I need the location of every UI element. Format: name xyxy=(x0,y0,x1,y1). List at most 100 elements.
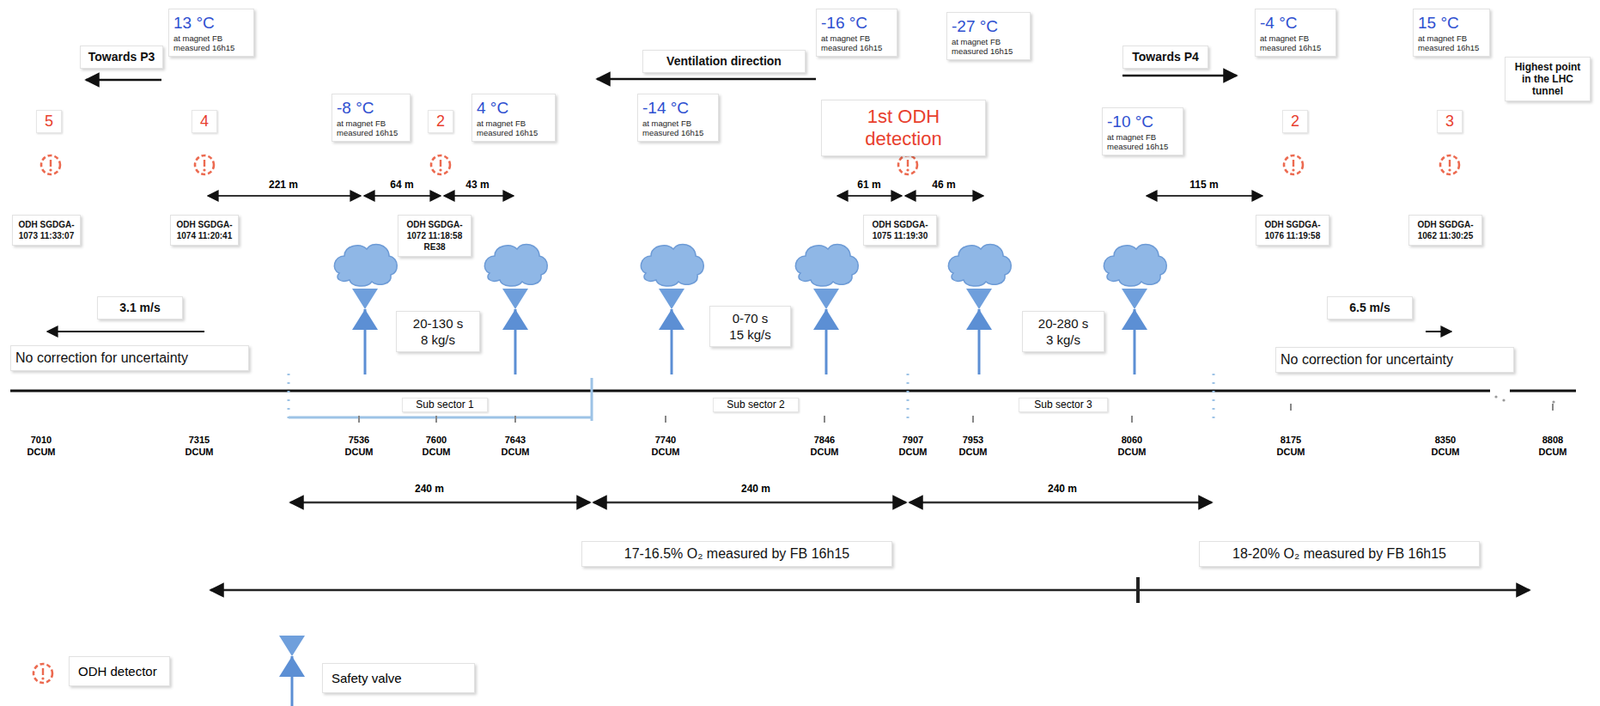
tunnel-dots xyxy=(1494,395,1555,403)
dcum-ticks xyxy=(358,403,1553,423)
position-label: 7536 DCUM xyxy=(339,433,379,458)
node-text: No correction for uncertainty xyxy=(1280,351,1509,369)
temperature-box: -8 °Cat magnet FB measured 16h15 xyxy=(331,93,411,142)
callout-number: 3 xyxy=(1436,109,1463,134)
node-subtext: 3 kg/s xyxy=(1027,331,1100,348)
position-label: 7907 DCUM xyxy=(893,433,933,458)
dimension-label: 240 m xyxy=(403,482,456,496)
node-text: No correction for uncertainty xyxy=(15,349,244,367)
oxygen-range-arrow xyxy=(210,589,1530,592)
node-subtext: at magnet FB measured 16h15 xyxy=(951,36,1026,56)
flow-box: 20-130 s8 kg/s xyxy=(395,310,481,353)
node-subtext: 15 kg/s xyxy=(714,326,786,343)
detector-label: ODH SGDGA-1076 11:19:58 xyxy=(1255,214,1330,246)
node-text: ODH SGDGA-1073 11:33:07 xyxy=(17,219,76,242)
node-text: 15 °C xyxy=(1417,12,1485,34)
safety-valve xyxy=(484,243,548,375)
direction-box: Ventilation direction xyxy=(642,49,806,74)
safety-valve xyxy=(795,243,858,375)
odh-detector xyxy=(431,155,451,175)
position-label: 7953 DCUM xyxy=(953,433,993,458)
safety-valve xyxy=(640,243,704,375)
legend-odh-symbol xyxy=(33,663,53,683)
odh-detector xyxy=(1283,155,1303,175)
node-text: 1st ODH detection xyxy=(828,105,979,151)
node-text: Towards P4 xyxy=(1127,49,1204,65)
node-subtext: 8 kg/s xyxy=(401,331,475,348)
dimension-arrows xyxy=(207,194,1263,197)
temperature-box: 15 °Cat magnet FB measured 16h15 xyxy=(1412,8,1491,57)
direction-arrow xyxy=(596,78,816,81)
dimension-label: 61 m xyxy=(850,178,889,192)
node-text: 3.1 m/s xyxy=(102,300,178,316)
flow-box: 20-280 s3 kg/s xyxy=(1022,310,1105,353)
sub-sector-bracket xyxy=(288,416,592,420)
node-text: 13 °C xyxy=(173,12,250,34)
note-box: No correction for uncertainty xyxy=(1275,346,1515,373)
node-text: Towards P3 xyxy=(85,49,159,65)
oxygen-box: 17-16.5% O₂ measured by FB 16h15 xyxy=(581,541,893,567)
node-subtext: at magnet FB measured 16h15 xyxy=(642,118,714,138)
position-label: 7643 DCUM xyxy=(495,433,536,458)
odh-detector xyxy=(1440,155,1460,175)
location-note: Highest point in the LHC tunnel xyxy=(1504,56,1591,102)
node-text: ODH SGDGA-1076 11:19:58 xyxy=(1260,219,1325,242)
dimension-label: 240 m xyxy=(1036,482,1089,496)
node-text: 4 °C xyxy=(476,97,551,119)
node-text: 20-130 s xyxy=(401,315,475,332)
node-text: -8 °C xyxy=(336,97,406,119)
position-label: 8060 DCUM xyxy=(1112,433,1152,458)
node-text: 17-16.5% O₂ measured by FB 16h15 xyxy=(586,545,888,563)
flow-box: 0-70 s15 kg/s xyxy=(709,305,791,347)
detector-label: ODH SGDGA-1073 11:33:07 xyxy=(12,214,81,246)
dimension-label: 115 m xyxy=(1180,178,1228,192)
node-text: -27 °C xyxy=(951,16,1026,37)
node-text: ODH SGDGA-1075 11:19:30 xyxy=(868,219,932,242)
direction-box: Towards P3 xyxy=(79,45,164,69)
node-text: Ventilation direction xyxy=(647,54,801,69)
dimension-label: 240 m xyxy=(730,482,782,496)
node-text: 0-70 s xyxy=(714,310,786,327)
node-text: -4 °C xyxy=(1259,12,1332,34)
air-speed-box: 6.5 m/s xyxy=(1326,296,1413,320)
sub-sector-bracket xyxy=(590,377,594,421)
dimension-label: 64 m xyxy=(383,178,421,192)
temperature-box: 13 °Cat magnet FB measured 16h15 xyxy=(168,8,255,57)
sub-sector-label: Sub sector 3 xyxy=(1018,397,1108,413)
air-speed-box: 3.1 m/s xyxy=(97,296,183,320)
temperature-box: -10 °Cat magnet FB measured 16h15 xyxy=(1101,107,1184,156)
sub-sector-label: Sub sector 1 xyxy=(401,397,488,413)
position-label: 7315 DCUM xyxy=(179,433,220,458)
tunnel-line xyxy=(10,389,1491,393)
node-text: 18-20% O₂ measured by FB 16h15 xyxy=(1204,545,1475,563)
node-text: Highest point in the LHC tunnel xyxy=(1509,60,1586,98)
callout-number: 2 xyxy=(427,109,454,134)
position-label: 7600 DCUM xyxy=(416,433,457,458)
legend-text: ODH detector xyxy=(68,656,171,687)
tunnel-line xyxy=(1509,389,1576,393)
detector-label: ODH SGDGA-1072 11:18:58 RE38 xyxy=(397,214,472,257)
dimension-label: 43 m xyxy=(458,178,497,192)
position-label: 8350 DCUM xyxy=(1425,433,1466,458)
safety-valve xyxy=(334,243,397,375)
direction-arrow xyxy=(1122,74,1237,78)
legend-text: Safety valve xyxy=(322,663,475,694)
sub-sector-label: Sub sector 2 xyxy=(712,397,799,413)
air-speed-arrow xyxy=(47,330,205,333)
node-subtext: at magnet FB measured 16h15 xyxy=(336,118,406,138)
position-label: 7740 DCUM xyxy=(645,433,686,458)
safety-valve xyxy=(948,243,1011,375)
node-subtext: at magnet FB measured 16h15 xyxy=(173,33,250,53)
node-text: ODH SGDGA-1072 11:18:58 RE38 xyxy=(402,219,467,253)
dimension-label: 221 m xyxy=(260,178,307,192)
node-text: -14 °C xyxy=(642,97,714,119)
node-subtext: at magnet FB measured 16h15 xyxy=(1259,33,1332,53)
node-subtext: at magnet FB measured 16h15 xyxy=(821,33,893,53)
odh-detector xyxy=(41,155,61,175)
temperature-box: -27 °Cat magnet FB measured 16h15 xyxy=(946,12,1031,61)
node-text: ODH SGDGA-1074 11:20:41 xyxy=(175,219,234,242)
node-subtext: at magnet FB measured 16h15 xyxy=(1107,132,1179,152)
legend-valve-symbol xyxy=(279,635,305,706)
temperature-box: -16 °Cat magnet FB measured 16h15 xyxy=(815,8,898,57)
sub-sector-ticks xyxy=(288,373,1214,423)
